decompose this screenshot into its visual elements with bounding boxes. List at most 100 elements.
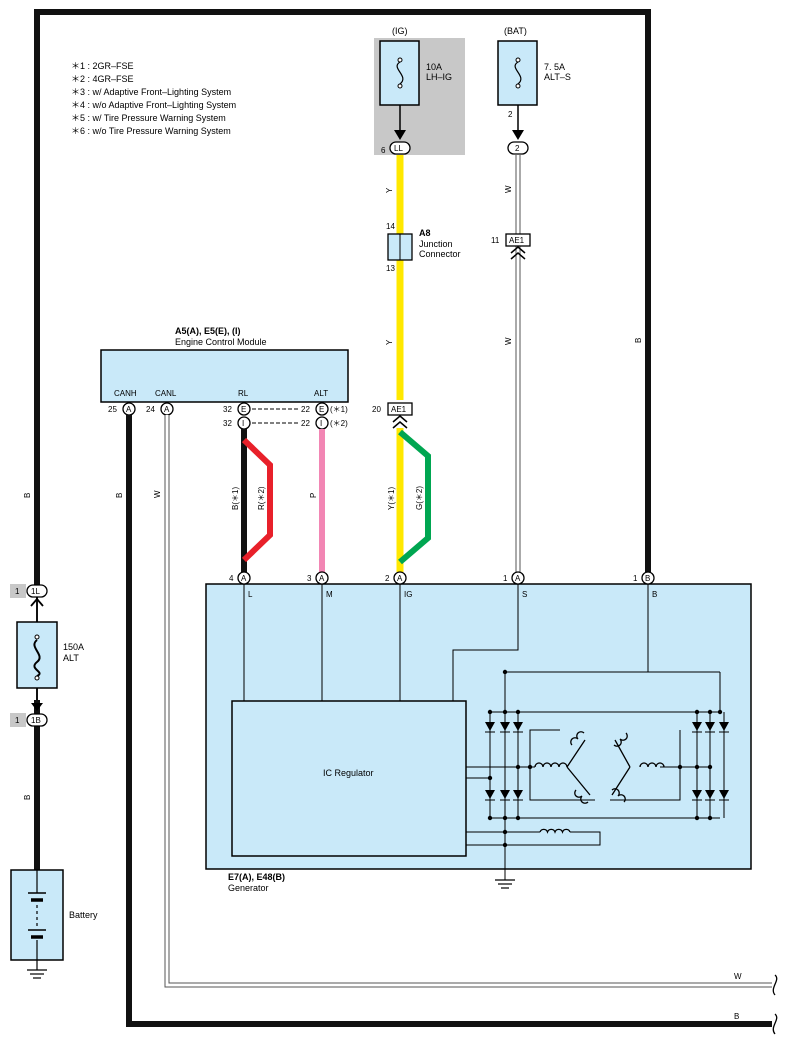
alt-fuse-bot-tab: [10, 713, 26, 727]
gen-terminal-b: B: [652, 590, 657, 599]
wire-label-b-left-upper: B: [23, 493, 32, 498]
generator-id: E7(A), E48(B): [228, 872, 285, 882]
wire-break-b: [772, 1013, 778, 1035]
ecm-note-1: (＊1): [330, 405, 348, 414]
ecm-name: Engine Control Module: [175, 337, 267, 347]
gen-pin-3: 3: [307, 574, 312, 583]
ecm-pin-32e: 32: [223, 405, 232, 414]
gen-pin-4: 4: [229, 574, 234, 583]
wire-label-p: P: [309, 493, 318, 498]
wire-label-b1: B(＊1): [231, 487, 240, 510]
junction-name-2: Connector: [419, 249, 461, 259]
wire-label-y-mid: Y: [385, 339, 394, 345]
bat-pin-top: 2: [508, 110, 513, 119]
bat-connector: [507, 141, 529, 155]
bat-fuse-box: [497, 40, 538, 106]
ecm-conn-canh: A: [126, 405, 132, 414]
wire-label-w-bottom: W: [734, 972, 742, 981]
ecm-terminal-rl: RL: [238, 389, 249, 398]
ecm-conn-alt-e: E: [319, 405, 324, 414]
wire-green-g: [398, 429, 431, 565]
ig-fuse-rating: 10A: [426, 62, 442, 72]
ecm-pin-24: 24: [146, 405, 155, 414]
gen-conn-ig: A: [397, 574, 403, 583]
gen-conn-s: A: [515, 574, 521, 583]
note-5: ＊5 : w/ Tire Pressure Warning System: [71, 113, 226, 123]
wire-label-b-right: B: [634, 338, 643, 343]
ecm-pin-32i: 32: [223, 419, 232, 428]
ecm-conn-rl-i: I: [242, 419, 244, 428]
bat-fuse-name: ALT–S: [544, 72, 571, 82]
gen-terminal-ig: IG: [404, 590, 412, 599]
ecm-pin-22e: 22: [301, 405, 310, 414]
wire-label-b-left-lower: B: [23, 795, 32, 800]
alt-fuse-top-tab: [10, 584, 26, 598]
wire-label-w-top: W: [504, 185, 513, 193]
wire-label-b-bottom: B: [734, 1012, 739, 1021]
gen-pin-2: 2: [385, 574, 390, 583]
ecm-note-2: (＊2): [330, 419, 348, 428]
alt-fuse-bot-pin: 1: [15, 716, 20, 725]
junction-name-1: Junction: [419, 239, 453, 249]
gen-terminal-l: L: [248, 590, 253, 599]
wire-label-w-canl: W: [153, 490, 162, 498]
ecm-terminal-canl: CANL: [155, 389, 177, 398]
gen-conn-b: B: [645, 574, 650, 583]
ig-source-label: (IG): [392, 26, 408, 36]
ecm-box: [100, 349, 349, 403]
note-3: ＊3 : w/ Adaptive Front–Lighting System: [71, 87, 231, 97]
alt-fuse-top-pin: 1: [15, 587, 20, 596]
gen-conn-m: A: [319, 574, 325, 583]
ig-connector-label: LL: [394, 144, 403, 153]
alt-fuse-name: ALT: [63, 653, 79, 663]
wire-label-w-mid: W: [504, 337, 513, 345]
generator-ground-icon: [495, 879, 515, 889]
wire-battery-main: [34, 9, 651, 590]
wire-canl-inner: [165, 415, 772, 987]
ig-fuse-icon: [396, 61, 404, 85]
stator-coils: [534, 731, 665, 834]
battery-label: Battery: [69, 910, 98, 920]
alt-fuse-icon: [33, 639, 41, 677]
wire-label-y1: Y(＊1): [387, 487, 396, 510]
bat-connector-label: 2: [515, 144, 520, 153]
alt-fuse-bot-conn: [26, 713, 48, 727]
note-1: ＊1 : 2GR–FSE: [71, 61, 134, 71]
alt-fuse-rating: 150A: [63, 642, 84, 652]
ig-connector: [389, 141, 411, 155]
ig-pin-num: 6: [381, 146, 386, 155]
ecm-terminal-alt: ALT: [314, 389, 328, 398]
alt-fuse-bot-conn-label: 1B: [31, 716, 41, 725]
alt-fuse-top-conn: [26, 584, 48, 598]
ae1-upper-connector: [505, 233, 531, 247]
generator-name: Generator: [228, 883, 269, 893]
bat-fuse-icon: [514, 61, 522, 85]
ecm-conn-alt-i: I: [320, 419, 322, 428]
note-6: ＊6 : w/o Tire Pressure Warning System: [71, 126, 231, 136]
ae1-upper-label: AE1: [509, 236, 525, 245]
ae1-upper-pin: 11: [491, 236, 500, 245]
bat-source-label: (BAT): [504, 26, 527, 36]
junction-pin-top: 14: [386, 222, 395, 231]
ecm-terminal-canh: CANH: [114, 389, 137, 398]
ae1-lower-connector: [387, 402, 413, 416]
wire-canh: [126, 415, 772, 1027]
gen-pin-1b: 1: [633, 574, 638, 583]
junction-id: A8: [419, 228, 431, 238]
bat-fuse-rating: 7. 5A: [544, 62, 565, 72]
ecm-id: A5(A), E5(E), (I): [175, 326, 241, 336]
ae1-lower-label: AE1: [391, 405, 407, 414]
ecm-conn-canl: A: [164, 405, 170, 414]
ecm-pin-22i: 22: [301, 419, 310, 428]
ic-regulator-box: [231, 700, 467, 857]
wire-label-y-top: Y: [385, 187, 394, 193]
alt-fuse-top-conn-label: 1L: [31, 587, 40, 596]
ae1-lower-pin: 20: [372, 405, 381, 414]
wire-label-g2: G(＊2): [415, 486, 424, 510]
wire-label-r2: R(＊2): [257, 486, 266, 510]
ig-fuse-name: LH–IG: [426, 72, 452, 82]
ecm-conn-rl-e: E: [241, 405, 246, 414]
ig-fuse-box: [379, 40, 420, 106]
gen-pin-1a: 1: [503, 574, 508, 583]
gen-conn-l: A: [241, 574, 247, 583]
